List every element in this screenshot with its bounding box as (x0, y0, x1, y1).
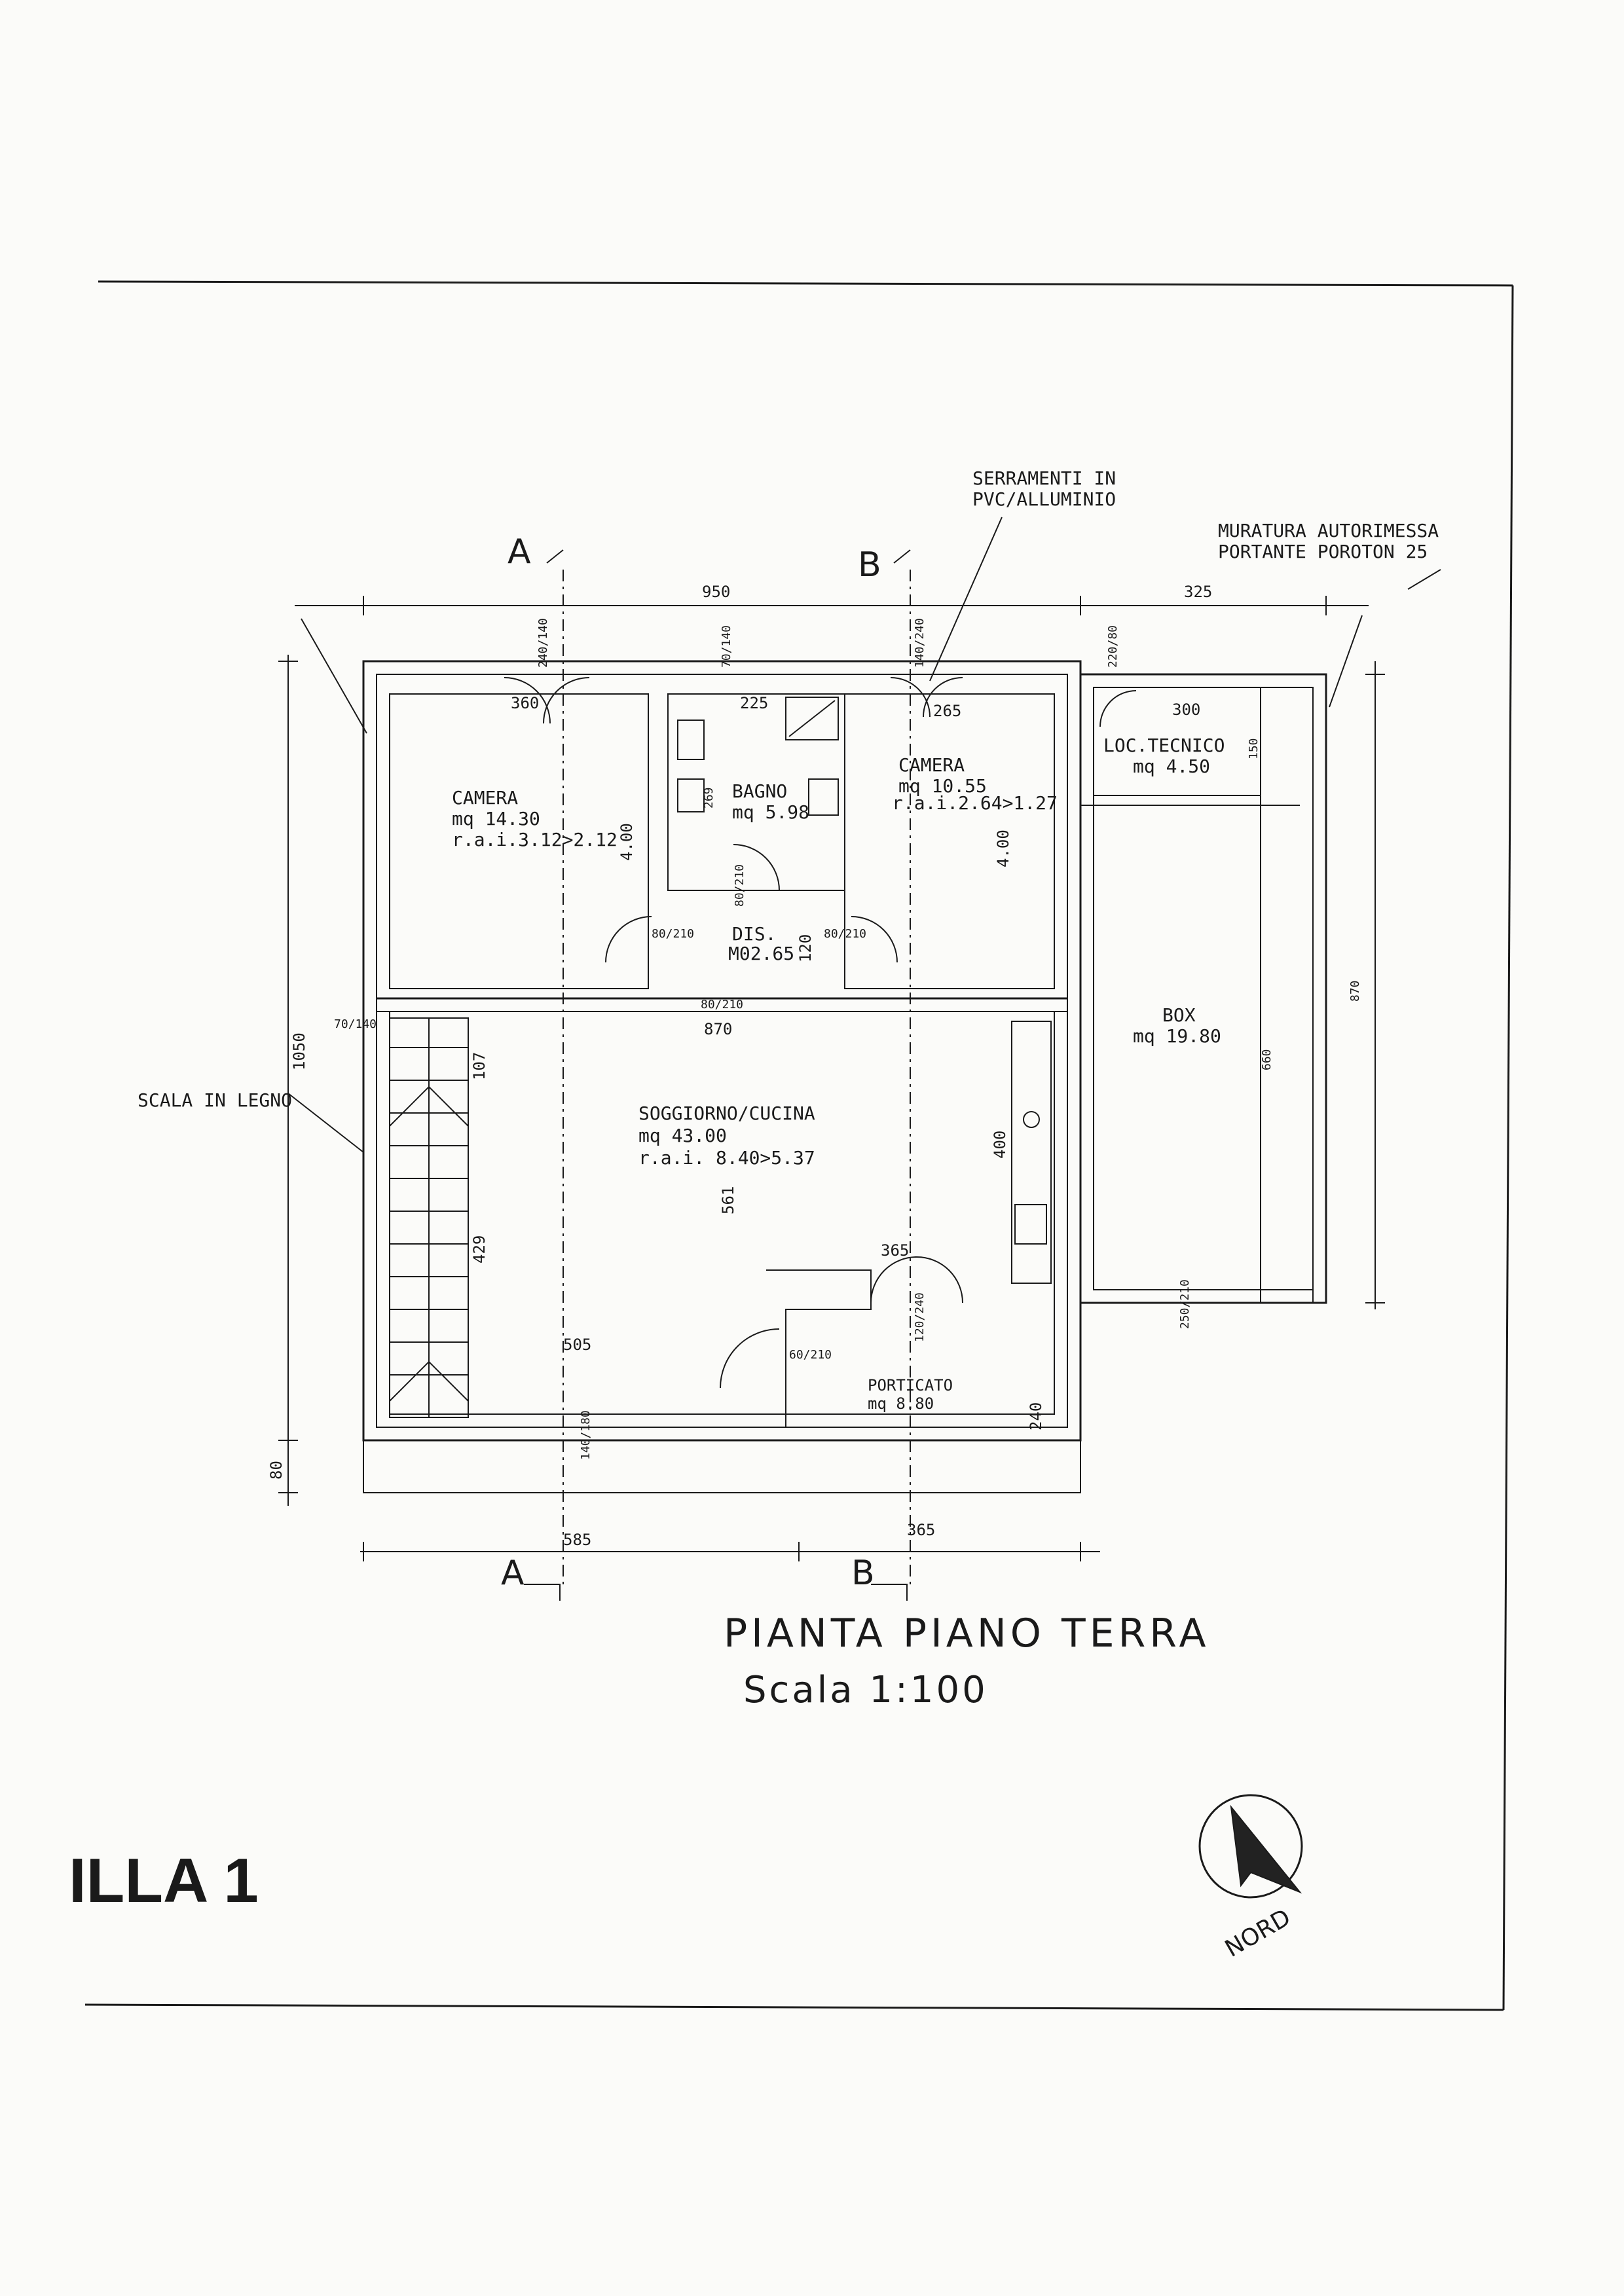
note-serramenti-2: PVC/ALLUMINIO (972, 488, 1116, 510)
door-note-4: 80/210 (701, 998, 743, 1011)
door-note-1: 80/210 (652, 927, 694, 941)
door-note-12: 120/240 (913, 1292, 927, 1342)
room-bagno-name: BAGNO (732, 780, 787, 802)
door-note-2: 80/210 (824, 927, 866, 941)
north-arrow (1198, 1794, 1303, 1899)
room-camera1-area: mq 14.30 (452, 808, 540, 829)
note-muratura-1: MURATURA AUTORIMESSA (1218, 520, 1439, 541)
door-note-7: 140/240 (913, 618, 927, 668)
dim-660: 660 (1260, 1049, 1274, 1070)
room-soggiorno-name: SOGGIORNO/CUCINA (638, 1102, 815, 1124)
room-camera2-rai: r.a.i.2.64>1.27 (892, 792, 1058, 814)
dim-80: 80 (267, 1461, 286, 1480)
drawing-title: PIANTA PIANO TERRA (724, 1611, 1210, 1656)
room-camera1-name: CAMERA (452, 787, 518, 809)
room-camera2-name: CAMERA (898, 754, 965, 776)
building-walls (362, 660, 1327, 1493)
dim-265: 265 (933, 702, 961, 720)
section-a-top: A (507, 532, 531, 572)
room-porticato-area: mq 8.80 (868, 1394, 934, 1413)
door-note-11: 140/180 (579, 1410, 593, 1460)
door-note-3: 80/210 (733, 864, 747, 907)
note-scala: SCALA IN LEGNO (138, 1089, 292, 1111)
dim-870a: 870 (704, 1020, 732, 1038)
dim-561: 561 (719, 1186, 737, 1214)
dim-505: 505 (563, 1336, 591, 1354)
dim-240: 240 (1027, 1402, 1045, 1430)
note-muratura-2: PORTANTE POROTON 25 (1218, 541, 1428, 562)
room-soggiorno-rai: r.a.i. 8.40>5.37 (638, 1147, 815, 1169)
kitchen-counter (1011, 1021, 1052, 1284)
room-porticato-name: PORTICATO (868, 1376, 953, 1394)
dim-325: 325 (1184, 583, 1212, 601)
dim-365b: 365 (907, 1521, 935, 1539)
villa-label: ILLA 1 (69, 1846, 259, 1916)
dim-269: 269 (702, 787, 716, 809)
room-dis-name: DIS. (732, 923, 776, 945)
dim-429: 429 (470, 1235, 489, 1264)
room-loctecnico-name: LOC.TECNICO (1103, 735, 1225, 756)
sheet-frame (84, 280, 1514, 2011)
drawing-scale: Scala 1:100 (743, 1669, 988, 1711)
bathroom-fixtures (677, 697, 839, 816)
labels: SERRAMENTI IN PVC/ALLUMINIO MURATURA AUT… (69, 467, 1439, 1963)
section-lines (524, 549, 911, 1601)
door-note-13: 250/210 (1178, 1279, 1192, 1329)
note-serramenti-1: SERRAMENTI IN (972, 467, 1116, 489)
room-loctecnico-area: mq 4.50 (1133, 756, 1210, 777)
dim-1050: 1050 (290, 1032, 308, 1070)
room-box-name: BOX (1162, 1004, 1196, 1026)
room-camera2-area: mq 10.55 (898, 775, 987, 797)
dim-950: 950 (702, 583, 730, 601)
dim-360: 360 (511, 694, 539, 712)
dim-365a: 365 (881, 1241, 909, 1260)
dimension-lines (278, 517, 1441, 1561)
door-note-8: 70/140 (720, 625, 733, 668)
dim-400b: 4.00 (994, 829, 1012, 867)
room-camera1-rai: r.a.i.3.12>2.12 (452, 829, 618, 850)
door-note-5: 60/210 (789, 1348, 832, 1362)
dim-870b: 870 (1348, 980, 1362, 1002)
room-box-area: mq 19.80 (1133, 1025, 1221, 1047)
dim-107: 107 (470, 1052, 489, 1080)
room-bagno-area: mq 5.98 (732, 801, 809, 823)
door-swings (504, 677, 1137, 1389)
section-a-bottom: A (501, 1554, 525, 1593)
dim-225: 225 (740, 694, 768, 712)
section-b-bottom: B (851, 1554, 875, 1593)
dim-150: 150 (1247, 738, 1261, 759)
dim-120: 120 (796, 934, 815, 962)
dim-400a: 4.00 (618, 823, 636, 861)
room-soggiorno-area: mq 43.00 (638, 1125, 727, 1146)
dim-400c: 400 (991, 1131, 1009, 1159)
section-b-top: B (858, 545, 881, 585)
north-label: NORD (1221, 1904, 1295, 1963)
stair-scala-in-legno (389, 1017, 469, 1418)
dim-300: 300 (1172, 701, 1200, 719)
dim-585: 585 (563, 1531, 591, 1549)
room-dis-area: M02.65 (728, 943, 794, 964)
door-note-6: 70/140 (334, 1017, 377, 1031)
door-note-9: 240/140 (536, 618, 550, 668)
door-note-10: 220/80 (1106, 625, 1120, 668)
